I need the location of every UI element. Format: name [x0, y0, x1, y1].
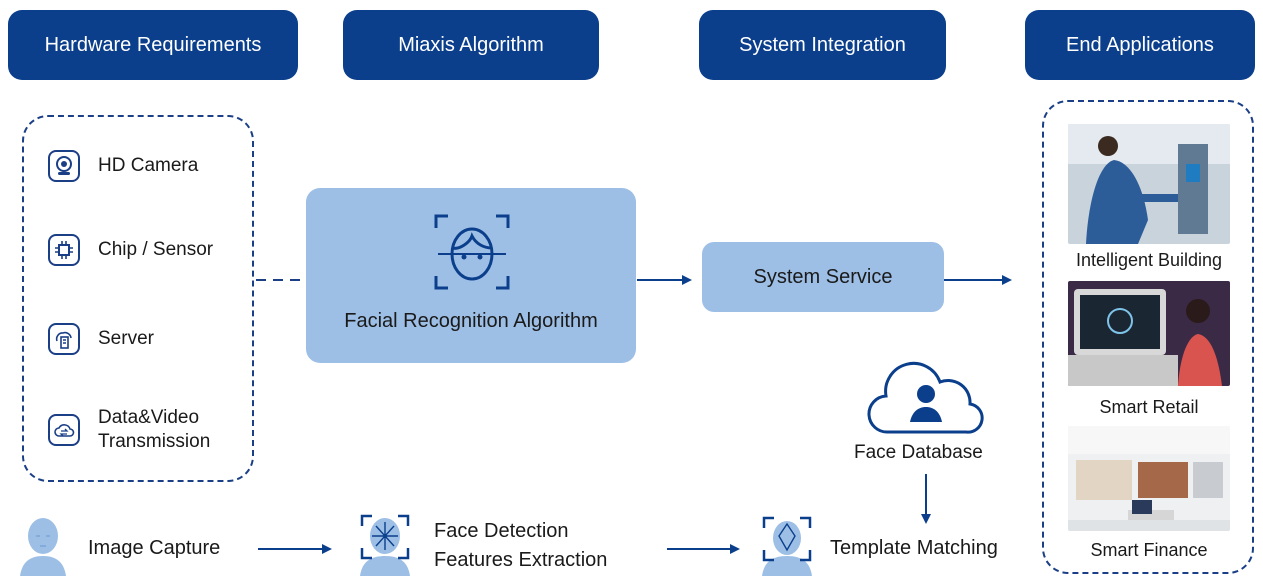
smart-retail-image [1068, 281, 1230, 386]
hardware-label: Data&Video Transmission [98, 407, 211, 452]
face-detection-icon [360, 514, 410, 576]
facial-recognition-algorithm-box: Facial Recognition Algorithm [306, 188, 636, 363]
camera-icon [48, 150, 80, 182]
header-miaxis-algorithm: Miaxis Algorithm [343, 10, 599, 80]
hardware-item-data-video-transmission: Data&Video Transmission [48, 406, 210, 454]
face-database-label: Face Database [854, 442, 983, 463]
service-label: System Service [753, 265, 893, 288]
person-head-icon [20, 518, 66, 576]
intelligent-building-image [1068, 124, 1230, 244]
pipeline-face-detection: Face Detection [434, 520, 569, 542]
header-hardware-requirements: Hardware Requirements [8, 10, 298, 80]
hardware-label: Chip / Sensor [98, 239, 214, 260]
app-label-smart-finance: Smart Finance [1090, 540, 1208, 560]
hardware-label: HD Camera [98, 155, 199, 176]
pipeline-template-matching: Template Matching [830, 537, 998, 559]
face-scan-icon [434, 214, 510, 290]
algorithm-label: Facial Recognition Algorithm [344, 310, 598, 332]
server-icon [48, 323, 80, 355]
cloud-database-icon [867, 361, 984, 434]
chip-icon [48, 234, 80, 266]
system-service-box: System Service [702, 242, 944, 312]
header-system-integration: System Integration [699, 10, 946, 80]
hardware-item-hd-camera: HD Camera [48, 150, 198, 182]
hardware-item-server: Server [48, 323, 154, 355]
app-label-smart-retail: Smart Retail [1099, 397, 1199, 417]
header-end-applications: End Applications [1025, 10, 1255, 80]
pipeline-image-capture: Image Capture [88, 537, 221, 559]
cloud-transfer-icon [48, 414, 80, 446]
hardware-box [22, 115, 254, 482]
app-label-intelligent-building: Intelligent Building [1075, 250, 1223, 270]
hardware-item-chip-sensor: Chip / Sensor [48, 234, 213, 266]
hardware-label: Server [98, 328, 154, 349]
template-matching-icon [762, 516, 812, 576]
smart-finance-image [1068, 426, 1230, 531]
pipeline-features-extraction: Features Extraction [434, 549, 608, 571]
applications-box [1042, 100, 1254, 574]
